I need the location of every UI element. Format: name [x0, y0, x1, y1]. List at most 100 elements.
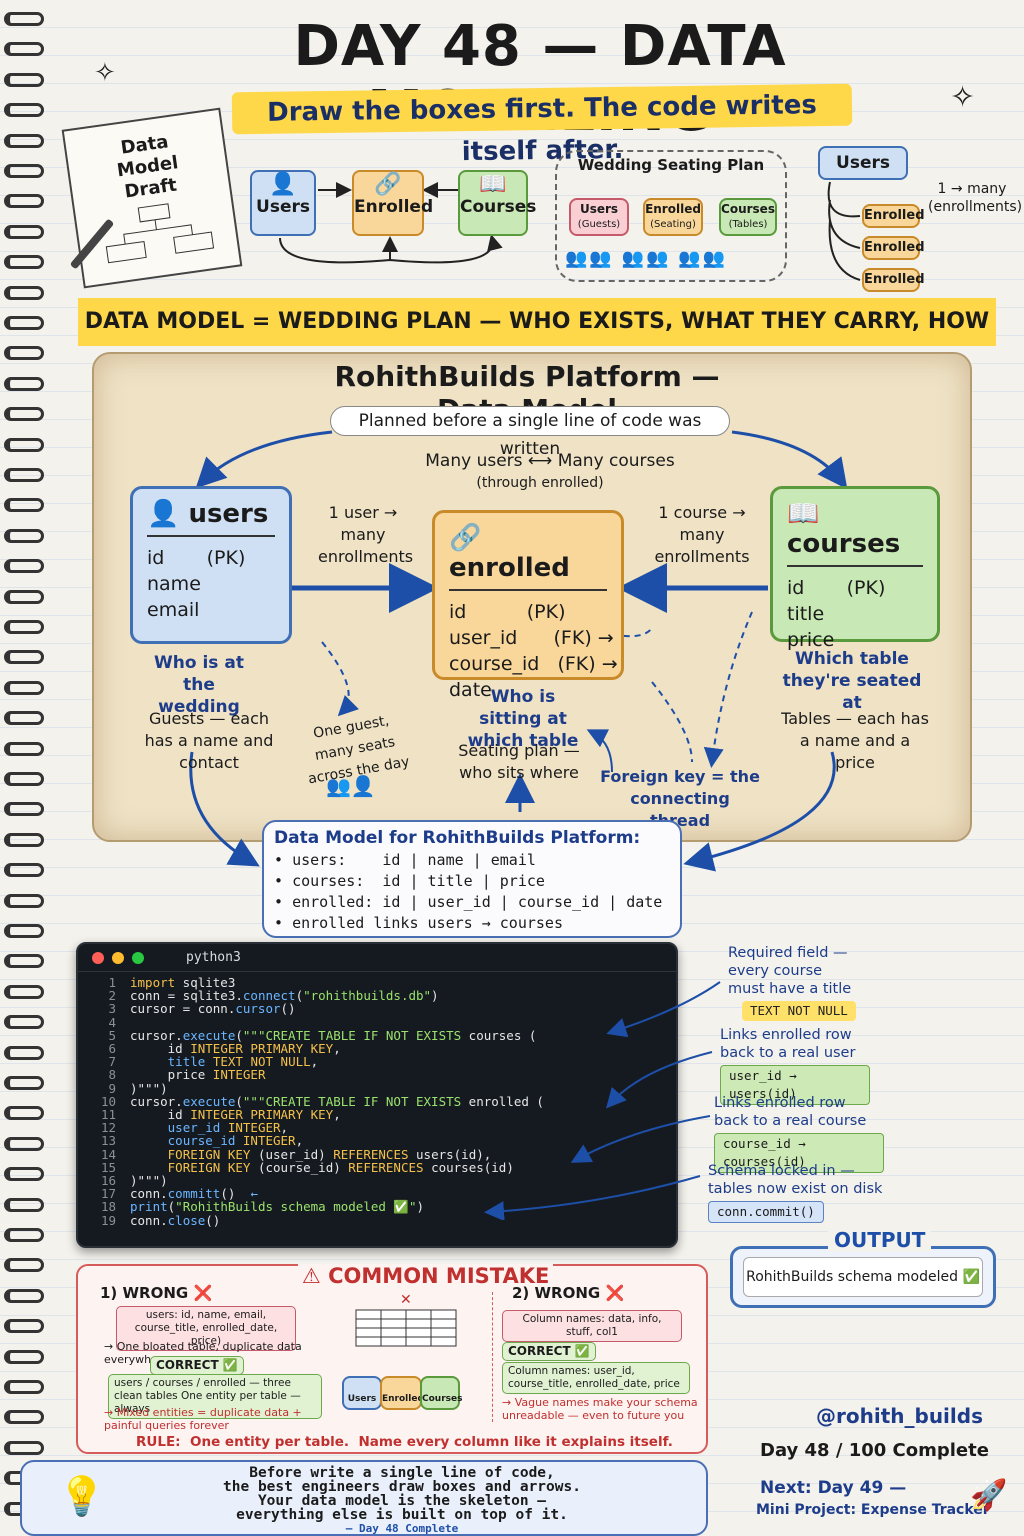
spiral-ring [4, 255, 44, 270]
courses-field-id: id (PK) [787, 577, 886, 599]
enrolled-entity: 🔗 enrolled id (PK) user_id (FK) → course… [432, 510, 624, 701]
tip-line-1: Before write a single line of code, [249, 1465, 555, 1481]
spiral-ring [4, 1380, 44, 1394]
otm-arrows [827, 181, 861, 281]
seating-title: Wedding Seating Plan [577, 156, 765, 174]
spiral-binding [0, 0, 48, 1536]
annotation-course-link-tag: course_id → courses(id) [714, 1133, 884, 1173]
seating-users: Users (Guests) [569, 198, 629, 236]
draft-diagram [105, 203, 215, 264]
tip-text: Before write a single line of code, the … [132, 1466, 672, 1536]
code-titlebar: python3 [78, 944, 676, 972]
annotation-user-link: Links enrolled row back to a real user u… [720, 1026, 870, 1105]
sparkle-icon: ✧ [950, 80, 976, 115]
otm-enrolled-3: Enrolled [862, 268, 925, 292]
guests-icon: 👥👤 [326, 774, 376, 798]
annotation-user-link-tag: user_id → users(id) [720, 1065, 870, 1105]
seating-courses-label: Courses [721, 202, 775, 216]
mistake-rule: RULE: One entity per table. Name every c… [136, 1434, 673, 1450]
banner: DATA MODEL = WEDDING PLAN — WHO EXISTS, … [78, 298, 996, 382]
otm-users-label: Users [836, 153, 890, 173]
link-icon: 🔗 [374, 172, 402, 197]
close-dot[interactable] [92, 952, 104, 964]
seating-enrolled: Enrolled (Seating) [643, 198, 703, 236]
mixed-note: → Mixed entities = duplicate data + pain… [104, 1406, 302, 1432]
spiral-ring [4, 559, 44, 574]
spiral-ring [4, 224, 44, 239]
flow-enrolled-label: Enrolled [354, 197, 434, 217]
who-sitting-note: Who is sitting at which table [467, 687, 579, 751]
user-many-note: 1 user → many enrollments [318, 503, 414, 566]
spiral-ring [4, 1136, 44, 1151]
next-day: Next: Day 49 — [760, 1478, 907, 1498]
next-project: Mini Project: Expense Tracker [756, 1502, 990, 1518]
annotation-commit: Schema locked in — tables now exist on d… [708, 1162, 888, 1223]
svg-text:✕: ✕ [400, 1292, 412, 1308]
dm-line-2: courses: id | title | price [292, 872, 545, 890]
dm-line-4: enrolled links users → courses [292, 914, 563, 932]
otm-note: 1 → many (enrollments) [928, 181, 1023, 215]
wrong-1-label: 1) WRONG ❌ [100, 1284, 213, 1302]
spiral-ring [4, 437, 44, 452]
otm-enrolled-1: Enrolled [862, 204, 925, 228]
spiral-ring [4, 528, 44, 543]
annotation-required: Required field — every course must have … [728, 944, 858, 1021]
users-entity: 👤 users id (PK) name email [130, 486, 292, 644]
spiral-ring [4, 1258, 44, 1273]
tables-note: Tables — each has a name and a price [781, 709, 929, 772]
spiral-ring [4, 680, 44, 695]
maximize-dot[interactable] [132, 952, 144, 964]
common-mistake-panel: ⚠ COMMON MISTAKE 1) WRONG ❌ users: id, n… [76, 1264, 708, 1454]
otm-enrolled-label: Enrolled [864, 208, 925, 223]
dm-line-1: users: id | name | email [292, 851, 536, 869]
spiral-ring [4, 12, 44, 26]
correct-1-box: users / courses / enrolled — three clean… [108, 1374, 322, 1419]
dm-line: • enrolled: id | user_id | course_id | d… [274, 893, 663, 911]
many-many-note: Many users ⟷ Many courses [425, 451, 675, 471]
spiral-ring [4, 924, 44, 938]
correct-2-box: Column names: user_id, course_title, enr… [502, 1362, 690, 1394]
users-field-id: id (PK) [147, 547, 246, 569]
mini-enrolled-label: Enrolled [382, 1394, 424, 1404]
spiral-ring [4, 954, 44, 969]
user-icon: 👤 [269, 172, 297, 197]
enrolled-field-course-id: course_id (FK) → [449, 653, 618, 675]
annotation-course-link: Links enrolled row back to a real course… [714, 1094, 884, 1173]
spiral-ring [4, 1349, 44, 1364]
who-wedding-note: Who is at the wedding [154, 653, 244, 717]
spiral-ring [4, 72, 44, 87]
spiral-ring [4, 589, 44, 604]
courses-entity: 📖 courses id (PK) title price [770, 486, 940, 651]
mistake-title: ⚠ COMMON MISTAKE [298, 1264, 554, 1288]
minimize-dot[interactable] [112, 952, 124, 964]
courses-field-title: title [787, 603, 825, 625]
wrong-2-label: 2) WRONG ❌ [512, 1284, 625, 1302]
guests-icon: 👥👥 👥👥 👥👥 [565, 248, 727, 269]
code-window-title: python3 [186, 950, 241, 965]
users-entity-name: users [188, 499, 269, 529]
model-subtitle: Planned before a single line of code was… [330, 406, 730, 459]
flow-courses-box: 📖 Courses [458, 170, 536, 236]
flow-enrolled-box: 🔗 Enrolled [352, 170, 434, 236]
tip-line-5: — Day 48 Complete [345, 1522, 459, 1535]
spiral-ring [4, 346, 44, 361]
tip-line-2: the best engineers draw boxes and arrows… [223, 1479, 581, 1495]
spiral-ring [4, 711, 44, 726]
spiral-ring [4, 1319, 44, 1334]
spiral-ring [4, 772, 44, 786]
mini-enrolled-box: Enrolled [380, 1376, 424, 1410]
spiral-ring [4, 1106, 44, 1121]
course-many-note: 1 course → many enrollments [654, 503, 750, 566]
spiral-ring [4, 893, 44, 908]
enrolled-entity-name: enrolled [449, 553, 570, 583]
dm-title: Data Model for RohithBuilds Platform: [274, 828, 641, 848]
spiral-ring [4, 468, 44, 482]
book-icon: 📖 [787, 499, 820, 529]
otm-users-box: Users [818, 146, 908, 180]
output-text: RohithBuilds schema modeled ✅ [743, 1257, 983, 1297]
seating-users-sub: (Guests) [577, 219, 621, 230]
spiral-ring [4, 1228, 44, 1242]
lightbulb-icon: 💡 [58, 1474, 106, 1518]
seating-note: Seating plan — who sits where [458, 741, 580, 782]
